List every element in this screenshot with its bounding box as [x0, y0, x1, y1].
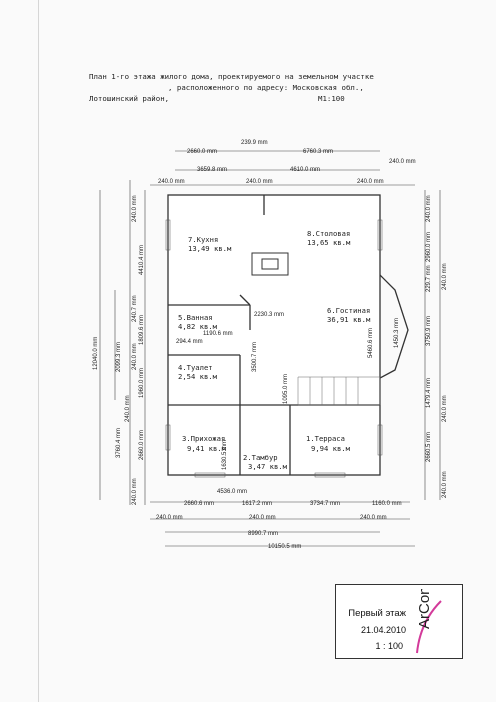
dim-label: 3659.8 mm	[197, 167, 227, 173]
room-area: 36,91 кв.м	[327, 315, 371, 324]
dim-label: 10150.5 mm	[268, 544, 301, 550]
dim-label: 240.0 mm	[360, 515, 387, 521]
dim-label: 4536.0 mm	[217, 489, 247, 495]
dim-label: 3500.7 mm	[252, 342, 258, 372]
dim-label: 1809.6 mm	[139, 315, 145, 345]
dim-label: 5460.6 mm	[368, 328, 374, 358]
room-area: 2,54 кв.м	[178, 372, 218, 381]
dim-label: 240.0 mm	[246, 179, 273, 185]
dim-label: 240.0 mm	[132, 478, 138, 505]
dim-label: 1450.3 mm	[394, 318, 400, 348]
room-area: 4,82 кв.м	[178, 322, 218, 331]
dim-label: 3750.9 mm	[426, 316, 432, 346]
room-name: 2.Тамбур	[243, 453, 278, 462]
dim-label: 240.0 mm	[357, 179, 384, 185]
room-name: 6.Гостиная	[327, 306, 370, 315]
dim-label: 4610.0 mm	[290, 167, 320, 173]
dim-label: 240.0 mm	[426, 195, 432, 222]
dim-label: 294.4 mm	[176, 339, 203, 345]
dim-label: 2099.3 mm	[116, 342, 122, 372]
room-name: 7.Кухня	[188, 235, 218, 244]
dim-label: 240.0 mm	[442, 471, 448, 498]
walls	[167, 194, 409, 476]
dim-label: 1479.4 mm	[426, 378, 432, 408]
dim-label: 2660.0 mm	[139, 430, 145, 460]
dim-label: 3760.4 mm	[116, 428, 122, 458]
sheet-scale: 1 : 100	[375, 641, 403, 651]
dim-label: 240.0 mm	[389, 159, 416, 165]
sheet-title: Первый этаж	[348, 608, 406, 619]
dim-label: 1630.5 mm	[222, 440, 228, 470]
dim-label: 8990.7 mm	[248, 531, 278, 537]
dim-label: 240.0 mm	[132, 195, 138, 222]
header-line-1: План 1-го этажа жилого дома, проектируем…	[89, 72, 374, 81]
arcon-logo: ArCon	[416, 589, 442, 654]
header-line-3: Лотошинский район,	[89, 94, 170, 103]
dim-label: 6760.3 mm	[303, 149, 333, 155]
header-line-2: , расположенного по адресу: Московская о…	[168, 83, 364, 92]
dim-label: 4410.4 mm	[139, 245, 145, 275]
room-labels: 7.Кухня 13,49 кв.м 8.Столовая 13,65 кв.м…	[178, 229, 371, 471]
dim-label: 240.0 mm	[249, 515, 276, 521]
room-name: 4.Туалет	[178, 363, 213, 372]
dim-label: 2660.0 mm	[187, 149, 217, 155]
dim-label: 2230.3 mm	[254, 312, 284, 318]
dim-label: 240.0 mm	[125, 395, 131, 422]
dim-label: 239.9 mm	[241, 140, 268, 146]
fireplace	[251, 252, 289, 276]
dim-label: 1960.0 mm	[139, 368, 145, 398]
dim-label: 1095.0 mm	[283, 374, 289, 404]
dim-label: 3734.7 mm	[310, 501, 340, 507]
dimension-labels: 239.9 mm 2660.0 mm 6760.3 mm 3659.8 mm 4…	[93, 140, 448, 550]
staircase	[297, 376, 381, 406]
dim-label: 229.7 mm	[426, 265, 432, 292]
dim-label: 2960.0 mm	[426, 232, 432, 262]
room-area: 9,94 кв.м	[311, 444, 351, 453]
room-area: 13,49 кв.м	[188, 244, 232, 253]
dim-label: 1160.0 mm	[372, 501, 402, 507]
room-name: 3.Прихожая	[182, 434, 225, 443]
dimension-lines	[99, 150, 441, 547]
room-name: 5.Ванная	[178, 313, 213, 322]
dim-label: 240.0 mm	[442, 263, 448, 290]
dim-label: 1190.6 mm	[203, 331, 233, 337]
room-area: 13,65 кв.м	[307, 238, 351, 247]
title-block: Первый этаж 21.04.2010 1 : 100 ArCon	[335, 584, 463, 659]
dim-label: 1617.2 mm	[242, 501, 272, 507]
room-area: 3,47 кв.м	[248, 462, 288, 471]
room-name: 8.Столовая	[307, 229, 350, 238]
logo-text: ArCon	[416, 589, 433, 629]
binding-fold	[38, 0, 39, 702]
dim-label: 240.0 mm	[132, 343, 138, 370]
dim-label: 12040.0 mm	[93, 337, 99, 370]
room-area: 9,41 кв.м	[187, 444, 227, 453]
dim-label: 240.7 mm	[132, 295, 138, 322]
dim-label: 240.0 mm	[156, 515, 183, 521]
sheet-date: 21.04.2010	[360, 625, 406, 635]
room-name: 1.Терраса	[306, 434, 345, 443]
dim-label: 2660.5 mm	[426, 432, 432, 462]
dim-label: 2660.6 mm	[184, 501, 214, 507]
windows	[165, 219, 383, 478]
dim-label: 240.0 mm	[442, 395, 448, 422]
dim-label: 240.0 mm	[158, 179, 185, 185]
header-scale: М1:100	[318, 94, 345, 103]
